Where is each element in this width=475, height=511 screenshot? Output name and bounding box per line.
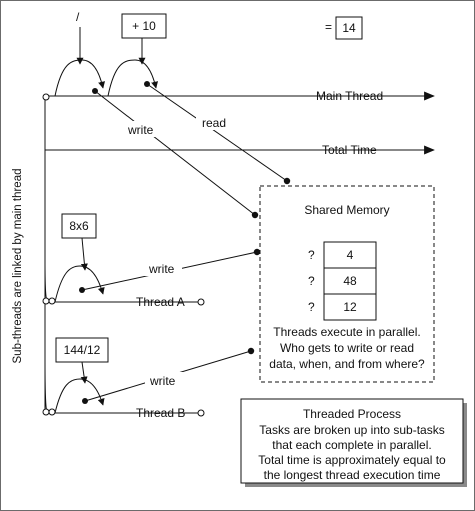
total-time-label: Total Time (322, 143, 377, 157)
read-main-label: read (202, 116, 226, 130)
shared-memory-title: Shared Memory (304, 203, 389, 217)
multiply-operator: 8x6 (69, 219, 89, 233)
read-main-label-bg (196, 114, 230, 130)
memory-cell-box (323, 293, 377, 321)
threaded-process-box (240, 398, 464, 484)
memory-cell-value: 12 (343, 300, 357, 314)
write-main-label: write (127, 123, 154, 137)
thread-b-origin-secondary (48, 408, 56, 416)
write-main-label-bg (122, 121, 160, 137)
multiply-operator-box (61, 213, 97, 239)
add-task-curve (107, 59, 158, 97)
write-b-target-dot (247, 347, 255, 355)
memory-cell-box (323, 267, 377, 295)
divide-operator: / (76, 10, 80, 24)
result-box (335, 16, 363, 40)
memory-cell-prefix: ? (308, 248, 315, 262)
write-b-label-bg (145, 372, 183, 388)
threaded-process-line: the longest thread execution time (264, 468, 441, 482)
memory-cell-prefix: ? (308, 300, 315, 314)
thread-b-origin (42, 408, 50, 416)
write-a-target-dot (253, 248, 261, 256)
threaded-process-line: Threaded Process (303, 407, 401, 421)
vertical-link-label: Sub-threads are linked by main thread (12, 169, 24, 364)
thread-a-label: Thread A (136, 295, 185, 309)
multiply-task-curve (54, 265, 105, 303)
multiply-operator-arrow (80, 237, 88, 271)
result-value: 14 (342, 21, 356, 35)
write-b-label: write (149, 374, 176, 388)
write-main-connector (94, 90, 256, 216)
write-a-label-bg (144, 260, 182, 276)
shared-memory-caption-line: Who gets to write or read (280, 341, 414, 355)
thread-a-origin (42, 297, 50, 305)
thread-b-end (197, 409, 205, 417)
memory-cell: ? 12 (308, 293, 377, 321)
write-a-label: write (148, 262, 175, 276)
main-thread-label: Main Thread (316, 89, 383, 103)
read-main-target-dot (283, 177, 291, 185)
thread-a-origin-secondary (48, 297, 56, 305)
add-operator: + 10 (132, 19, 156, 33)
main-thread-origin (42, 93, 50, 101)
add-operator-box (121, 13, 167, 39)
equals-sign: = (325, 20, 332, 34)
divide-b-task-curve (54, 378, 105, 414)
memory-cell: ? 48 (308, 267, 377, 295)
memory-cell-prefix: ? (308, 274, 315, 288)
shared-memory-caption-line: Threads execute in parallel. (273, 325, 420, 339)
read-main-connector (146, 83, 288, 182)
threaded-process-line: Tasks are broken up into sub-tasks (259, 423, 444, 437)
shared-memory-caption-line: data, when, and from where? (269, 357, 425, 371)
memory-cell-box (323, 241, 377, 269)
memory-cell-value: 48 (343, 274, 357, 288)
write-main-target-dot (251, 211, 259, 219)
memory-cell-value: 4 (347, 248, 354, 262)
threaded-process-line: Total time is approximately equal to (258, 453, 446, 467)
memory-cell: ? 4 (308, 241, 377, 269)
thread-a-end (197, 298, 205, 306)
thread-b-label: Thread B (136, 406, 185, 420)
divide-b-operator: 144/12 (64, 343, 101, 357)
threaded-process-line: that each complete in parallel. (272, 438, 431, 452)
